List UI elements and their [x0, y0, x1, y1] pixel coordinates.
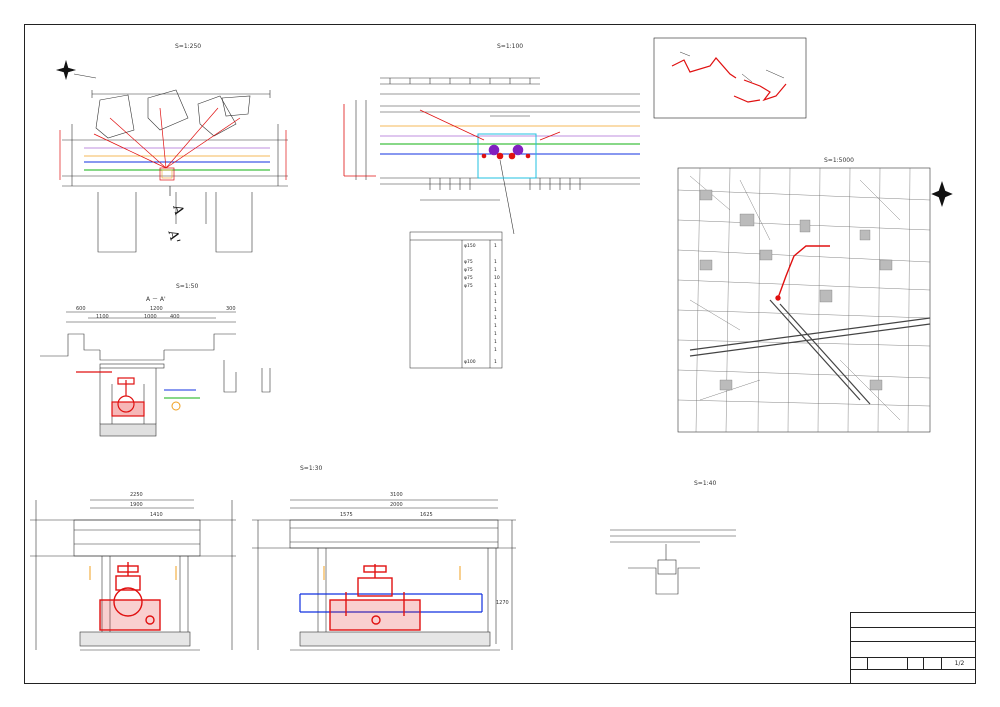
- svg-text:1: 1: [494, 315, 497, 321]
- detail-right-dim-3100: 3100: [390, 492, 403, 498]
- detail-right-dim-2000: 2000: [390, 502, 403, 508]
- map-north-arrow-icon: [931, 181, 953, 207]
- svg-text:1: 1: [494, 267, 497, 273]
- valve-cluster: [488, 144, 524, 156]
- title-block-row1: [851, 613, 975, 627]
- svg-text:1: 1: [494, 359, 497, 365]
- svg-text:1: 1: [494, 339, 497, 345]
- title-block-row2: [851, 628, 975, 641]
- route-line: [777, 245, 830, 299]
- materials-table: [409, 231, 503, 369]
- standard-scale: S=1:40: [694, 480, 717, 487]
- title-block-row5: [851, 670, 975, 685]
- standard-detail-view: [610, 529, 736, 595]
- svg-text:φ75: φ75: [464, 259, 473, 265]
- detail-left-dim-1410: 1410: [150, 512, 163, 518]
- site-marker: [775, 295, 781, 301]
- plan-detail-scale: S=1:250: [175, 43, 202, 50]
- svg-text:1: 1: [494, 259, 497, 265]
- title-block: 1/2: [850, 612, 976, 684]
- detail-right-dim-1270: 1270: [496, 600, 509, 606]
- svg-text:1: 1: [494, 283, 497, 289]
- detail-left-dim-1900: 1900: [130, 502, 143, 508]
- detail-right-dim-1575: 1575: [340, 512, 353, 518]
- detail-right-view: [252, 499, 516, 651]
- section-scale: S=1:50: [176, 283, 199, 290]
- section-marker-a: A: [169, 202, 186, 217]
- detail-left-dim-2250: 2250: [130, 492, 143, 498]
- north-arrow-icon: [55, 59, 97, 81]
- svg-text:1: 1: [494, 243, 497, 249]
- section-dim-300: 300: [226, 306, 236, 312]
- detail-left-view: [30, 499, 236, 651]
- svg-text:1: 1: [494, 291, 497, 297]
- section-marker-a-prime: A': [164, 228, 182, 245]
- svg-text:φ150: φ150: [464, 243, 476, 249]
- plan-scale: S=1:100: [497, 43, 524, 50]
- svg-text:φ75: φ75: [464, 283, 473, 289]
- svg-text:φ75: φ75: [464, 275, 473, 281]
- section-dim-400: 400: [170, 314, 180, 320]
- location-scale: S=1:5000: [824, 157, 854, 164]
- svg-text:1: 1: [494, 347, 497, 353]
- location-map: [677, 167, 931, 433]
- detail-scale: S=1:30: [300, 465, 323, 472]
- svg-text:φ75: φ75: [464, 267, 473, 273]
- isometric-piping: [671, 57, 787, 103]
- section-dim-1200: 1200: [150, 306, 163, 312]
- svg-text:10: 10: [494, 275, 500, 281]
- section-label: A － A': [146, 296, 166, 303]
- section-dim-1000: 1000: [144, 314, 157, 320]
- title-block-sheet: 1/2: [941, 658, 977, 669]
- materials-table-text: φ150 1 φ75 1 φ75 1 φ75 10 φ75 1 1 1 1 1 …: [464, 243, 500, 365]
- svg-text:1: 1: [494, 331, 497, 337]
- svg-text:1: 1: [494, 299, 497, 305]
- section-view: [40, 311, 271, 437]
- title-block-row3: [851, 642, 975, 657]
- section-dim-1100: 1100: [96, 314, 109, 320]
- plan-detail-view: [55, 59, 288, 253]
- svg-text:φ100: φ100: [464, 359, 476, 365]
- drawing-frame: [24, 24, 976, 684]
- section-dim-600: 600: [76, 306, 86, 312]
- valve-pit-outline: [477, 133, 537, 179]
- detail-right-dim-1625: 1625: [420, 512, 433, 518]
- svg-text:1: 1: [494, 307, 497, 313]
- svg-text:1: 1: [494, 323, 497, 329]
